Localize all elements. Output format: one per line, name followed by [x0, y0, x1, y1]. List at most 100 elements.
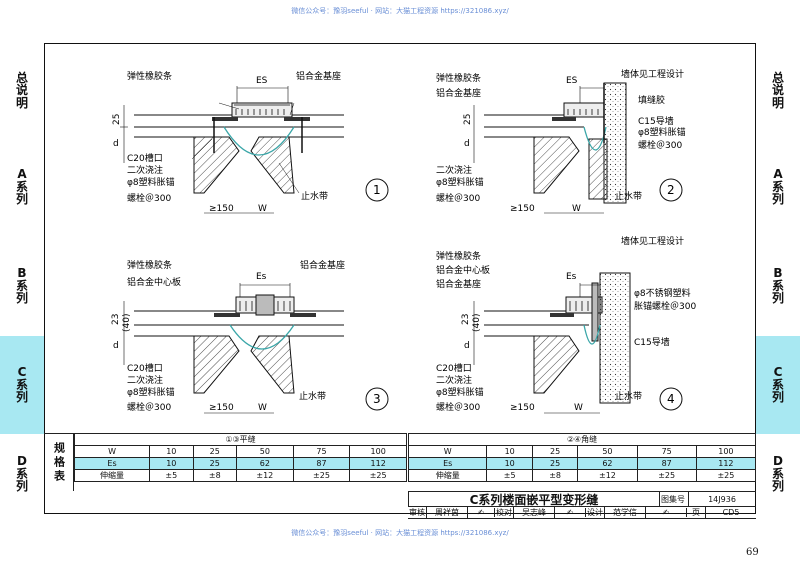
- d2-ge150: ≥150: [510, 204, 535, 214]
- d3-w: W: [258, 403, 267, 413]
- d1-dim-d: d: [113, 139, 119, 149]
- d1-anchor: φ8塑料胀锚: [127, 176, 175, 188]
- d4-c20: C20槽口: [436, 362, 472, 374]
- d4-label-rubber: 弹性橡胶条: [436, 250, 481, 262]
- d1-es-label: ES: [256, 76, 268, 86]
- page-label: 页: [687, 507, 706, 518]
- d4-w: W: [574, 403, 583, 413]
- tab-general[interactable]: 总说明: [15, 70, 28, 110]
- table-row: 伸缩量±5±8±12±25±25: [407, 469, 757, 482]
- d2-bolt: 螺栓＠300: [436, 192, 480, 204]
- d2-bolt2: 螺栓＠300: [638, 139, 682, 151]
- page-code: CD5: [722, 508, 740, 517]
- watermark-bottom: 微信公众号：豫羽seeful · 网站：大猫工程资源 https://32108…: [291, 529, 509, 537]
- d3-dim-23: 23: [111, 314, 121, 325]
- d4-dim-23: 23: [461, 314, 471, 325]
- d1-ge150: ≥150: [209, 204, 234, 214]
- d2-w: W: [572, 204, 581, 214]
- d4-number: 4: [667, 392, 675, 406]
- d3-label-center: 铝合金中心板: [127, 276, 181, 288]
- design-signature: ✍: [646, 508, 687, 517]
- review-signature: ✍: [468, 508, 495, 517]
- d4-ss-bolt: 胀锚螺栓＠300: [634, 300, 696, 312]
- d1-label-base: 铝合金基座: [296, 70, 341, 82]
- d3-number: 3: [373, 392, 381, 406]
- d3-bolt: 螺栓＠300: [127, 401, 171, 413]
- detail-2: ES 墙体见工程设计 弹性橡胶条 铝合金基座 填缝胶 C15导墙 φ8塑料胀锚 …: [436, 68, 686, 214]
- d2-fill: 填缝胶: [638, 94, 665, 106]
- d3-c20: C20槽口: [127, 362, 163, 374]
- d1-pour: 二次浇注: [127, 164, 163, 176]
- d2-number: 2: [667, 183, 675, 197]
- detail-3: Es 弹性橡胶条 铝合金基座 铝合金中心板 23 (40) d C20槽口 二次…: [111, 259, 389, 414]
- tab-general-right[interactable]: 总说明: [771, 70, 784, 110]
- d4-label-center: 铝合金中心板: [436, 264, 490, 276]
- spec-group-flat: ①③平缝: [74, 433, 407, 446]
- d2-label-base: 铝合金基座: [436, 87, 481, 99]
- detail-1: ES 弹性橡胶条 铝合金基座 25 d C20槽口 二次浇注 φ8塑料胀锚 螺栓…: [112, 70, 389, 214]
- d1-w: W: [258, 204, 267, 214]
- d2-anchor2: φ8塑料胀锚: [638, 126, 686, 138]
- d4-waterstop: 止水带: [615, 390, 642, 402]
- title-block: C系列楼面嵌平型变形缝 图集号 14J936: [408, 491, 756, 515]
- d2-anchor: φ8塑料胀锚: [436, 176, 484, 188]
- review-name: 周祥茵: [427, 507, 468, 518]
- d3-anchor: φ8塑料胀锚: [127, 386, 175, 398]
- d2-c15: C15导墙: [638, 115, 674, 127]
- d4-wall: 墙体见工程设计: [621, 235, 684, 247]
- d1-number: 1: [373, 183, 381, 197]
- d2-pour: 二次浇注: [436, 164, 472, 176]
- d4-es-label: Es: [566, 272, 577, 282]
- design-label: 设计: [587, 507, 605, 518]
- d3-es-label: Es: [256, 272, 267, 282]
- d3-dim-40: (40): [122, 314, 132, 332]
- d4-anchor: φ8塑料胀锚: [436, 386, 484, 398]
- atlas-number: 14J936: [708, 495, 736, 504]
- d2-label-rubber: 弹性橡胶条: [436, 72, 481, 84]
- d1-label-rubber: 弹性橡胶条: [127, 70, 172, 82]
- detail-4: Es 墙体见工程设计 弹性橡胶条 铝合金中心板 铝合金基座 φ8不锈钢塑料 胀锚…: [436, 235, 696, 414]
- d4-dim-d: d: [464, 341, 470, 351]
- d3-waterstop: 止水带: [299, 390, 326, 402]
- signature-row: 审核 周祥茵 ✍ 校对 吴志峰 ✍ 设计 范学信 ✍ 页 CD5: [408, 506, 756, 519]
- d2-dim-25: 25: [463, 114, 473, 125]
- d4-bolt: 螺栓＠300: [436, 401, 480, 413]
- d2-es-label: ES: [566, 76, 578, 86]
- d2-waterstop: 止水带: [615, 190, 642, 202]
- d4-ss-anchor: φ8不锈钢塑料: [634, 287, 691, 299]
- d2-wall: 墙体见工程设计: [621, 68, 684, 80]
- d1-bolt: 螺栓＠300: [127, 192, 171, 204]
- d3-label-base: 铝合金基座: [300, 259, 345, 271]
- page-number: 69: [746, 547, 759, 558]
- check-name: 吴志峰: [514, 507, 555, 518]
- d2-dim-d: d: [464, 139, 470, 149]
- d3-pour: 二次浇注: [127, 374, 163, 386]
- drawing-frame: [44, 43, 756, 514]
- design-name: 范学信: [605, 507, 646, 518]
- d4-c15: C15导墙: [634, 336, 670, 348]
- atlas-label: 图集号: [658, 492, 689, 507]
- d3-label-rubber: 弹性橡胶条: [127, 259, 172, 271]
- spec-title: 规格表: [44, 433, 74, 491]
- table-row: 伸缩量±5±8±12±25±25: [73, 469, 407, 482]
- review-label: 审核: [409, 507, 427, 518]
- check-signature: ✍: [555, 508, 586, 517]
- d4-pour: 二次浇注: [436, 374, 472, 386]
- d4-dim-40: (40): [472, 314, 482, 332]
- d3-dim-d: d: [113, 341, 119, 351]
